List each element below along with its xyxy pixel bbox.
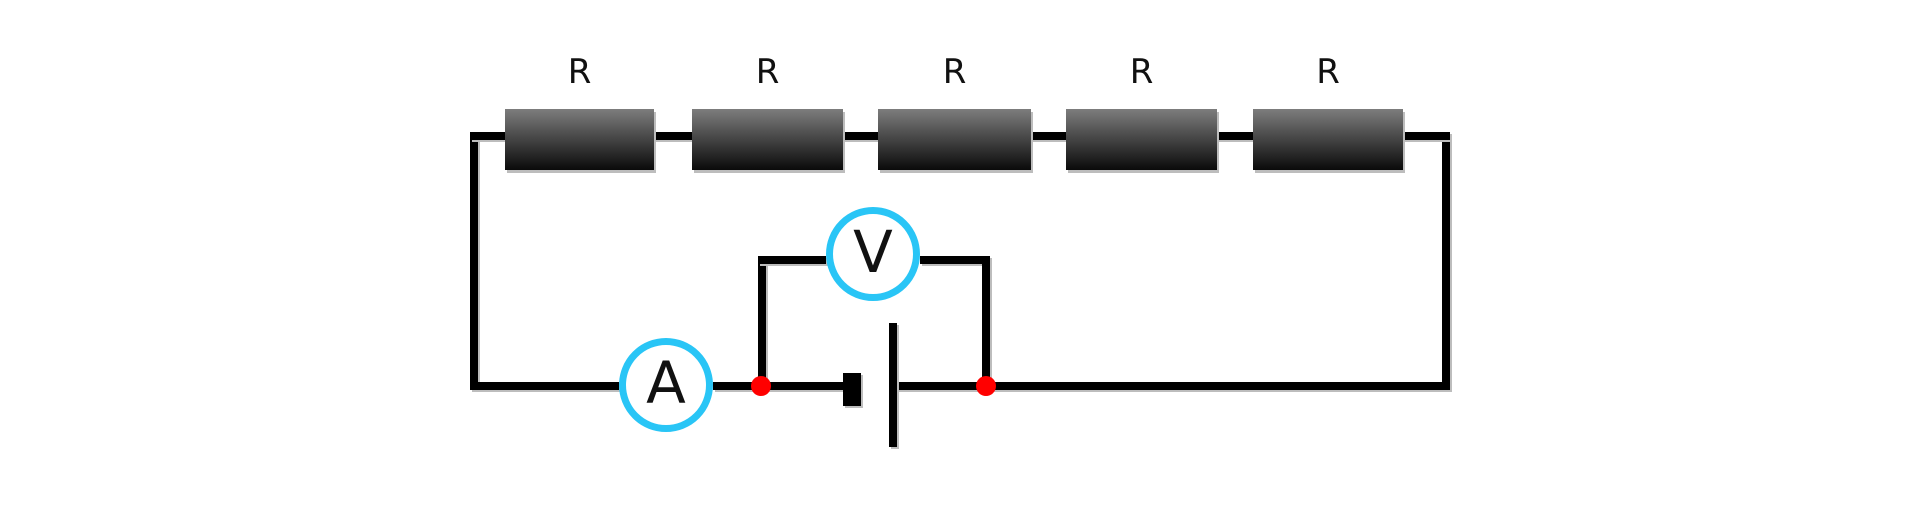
bottom-wire-segment <box>470 382 619 390</box>
voltmeter-symbol: V <box>826 207 920 301</box>
resistor-5-label: R <box>1316 52 1340 92</box>
left-loop-wire <box>470 132 478 390</box>
voltmeter-branch-left-vertical <box>758 256 766 386</box>
resistor-1-label: R <box>567 52 592 92</box>
resistor-3 <box>878 109 1031 170</box>
top-wire-segment <box>654 132 692 140</box>
top-wire-segment <box>843 132 878 140</box>
resistor-2 <box>692 109 843 170</box>
ammeter-symbol: A <box>619 338 713 432</box>
resistor-5 <box>1253 109 1403 170</box>
ammeter-label: A <box>646 349 686 417</box>
right-loop-wire <box>1442 132 1450 390</box>
resistor-2-label: R <box>755 52 780 92</box>
junction-dot-right <box>976 376 996 396</box>
resistor-4-label: R <box>1129 52 1154 92</box>
bottom-wire-segment <box>713 382 843 390</box>
resistor-1 <box>505 109 654 170</box>
top-wire-segment <box>1031 132 1066 140</box>
junction-dot-left <box>751 376 771 396</box>
battery-short-plate <box>843 373 861 406</box>
voltmeter-branch-left-horizontal <box>758 256 826 264</box>
voltmeter-branch-right-horizontal <box>920 256 989 264</box>
top-wire-segment <box>1403 132 1450 140</box>
top-wire-segment <box>1217 132 1253 140</box>
resistor-3-label: R <box>942 52 967 92</box>
resistor-4 <box>1066 109 1217 170</box>
voltmeter-label: V <box>853 218 893 286</box>
top-wire-segment <box>470 132 510 140</box>
bottom-wire-segment <box>897 382 1450 390</box>
battery-long-plate <box>889 323 897 447</box>
voltmeter-branch-right-vertical <box>982 256 990 386</box>
